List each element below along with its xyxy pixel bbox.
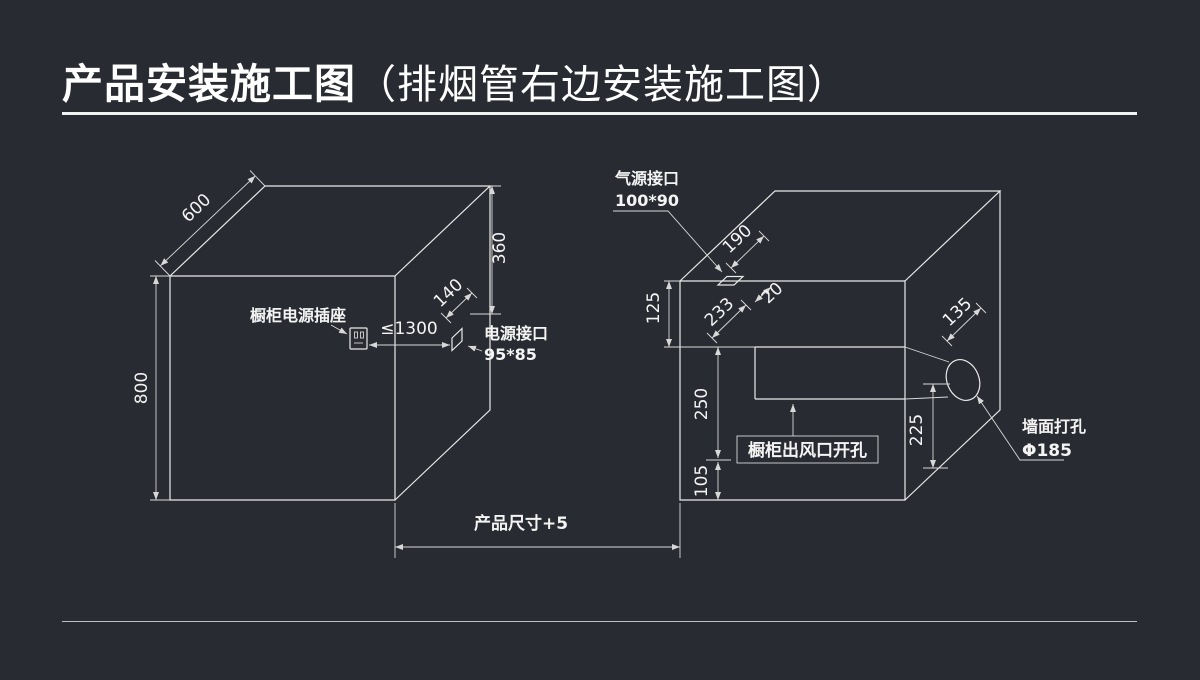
socket-leader-line (330, 324, 348, 335)
gas-port-shape (716, 275, 745, 286)
bottom-divider (62, 621, 1137, 622)
duct-band (754, 346, 905, 400)
product-size-dim (394, 503, 681, 558)
dim-label-233: 233 (701, 294, 738, 331)
product-size-label: 产品尺寸+5 (474, 513, 568, 534)
left-dim-600 (154, 170, 266, 277)
gas-port-size: 100*90 (615, 191, 679, 210)
wall-hole-size: Φ185 (1022, 441, 1072, 461)
right-dim-233 (706, 299, 752, 344)
dim-label-20: 20 (758, 279, 787, 308)
title-underline (62, 112, 1137, 115)
left-dim-360 (470, 185, 501, 315)
right-dim-20 (754, 286, 772, 303)
dim-label-105: 105 (692, 465, 712, 497)
outlet-label-box (736, 435, 879, 464)
dim-label-125: 125 (644, 292, 664, 324)
page-title-sub: （排烟管右边安装施工图） (356, 62, 848, 108)
page-title: 产品安装施工图（排烟管右边安装施工图） (62, 50, 848, 110)
left-cabinet-outline (169, 185, 492, 501)
outlet-label: 橱柜出风口开孔 (748, 440, 867, 461)
power-port-leader (467, 345, 483, 352)
socket-distance-label: ≤1300 (380, 319, 438, 339)
right-dim-250-105 (706, 347, 731, 500)
dim-label-135: 135 (939, 294, 976, 331)
wall-hole-leader (976, 395, 1064, 461)
dim-label-600: 600 (178, 190, 215, 227)
power-port-label: 电源接口 (484, 324, 548, 343)
gas-port-leader (613, 210, 723, 273)
power-port-size: 95*85 (484, 345, 537, 364)
dim-label-225: 225 (907, 414, 927, 446)
power-socket-icon (349, 327, 368, 350)
gas-port-label: 气源接口 (614, 169, 679, 188)
right-dim-225 (923, 383, 950, 469)
right-dim-125 (664, 280, 755, 348)
left-dim-140 (440, 287, 478, 324)
right-cabinet-outline (679, 190, 1002, 501)
page-title-main: 产品安装施工图 (62, 60, 356, 108)
dim-label-800: 800 (132, 372, 152, 404)
wall-hole-label: 墙面打孔 (1022, 417, 1086, 436)
left-dim-800 (150, 275, 170, 501)
dim-label-250: 250 (692, 388, 712, 420)
right-dim-190 (725, 230, 770, 274)
socket-label: 橱柜电源插座 (250, 306, 346, 325)
dim-label-190: 190 (719, 221, 756, 258)
wall-hole-ellipse (945, 359, 981, 401)
dim-label-140: 140 (430, 275, 467, 312)
right-dim-135 (941, 302, 987, 347)
power-port-shape (451, 327, 463, 352)
dim-label-360: 360 (490, 232, 510, 264)
